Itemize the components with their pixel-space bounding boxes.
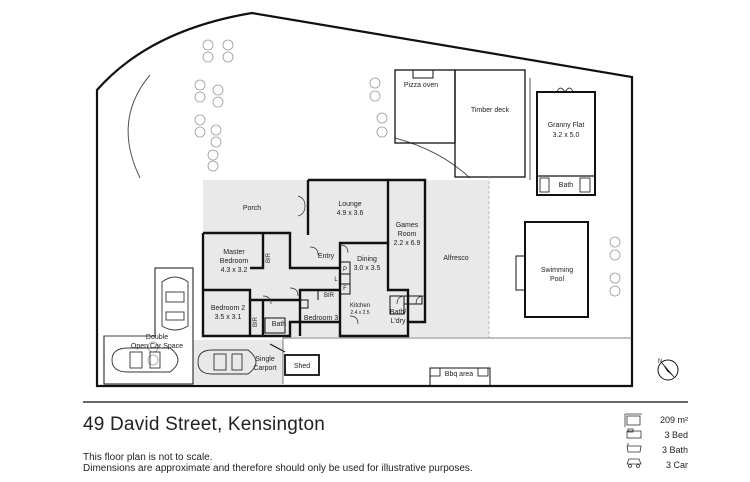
pizza-oven <box>412 69 434 79</box>
compass <box>657 359 679 381</box>
driveway-curve <box>127 74 151 179</box>
dining-size: 3.0 x 3.5 <box>354 265 381 272</box>
master-bedroom-label-2: Bedroom <box>220 258 249 265</box>
double-car-label-2: Open Car Space <box>131 343 183 350</box>
dimensions-note: Dimensions are approximate and therefore… <box>83 463 473 474</box>
granny-bath-label: Bath <box>559 182 574 189</box>
linen-label: L <box>334 277 338 283</box>
single-carport-label: Single <box>255 356 275 363</box>
games-room-label-2: Room <box>398 231 417 238</box>
games-room-size: 2.2 x 6.9 <box>394 240 421 247</box>
bath-laundry-label: Bath/ <box>390 309 406 316</box>
lot-boundary <box>95 11 634 388</box>
single-carport-label-2: Carport <box>253 365 276 372</box>
pool-label: Swimming <box>541 267 573 274</box>
bbq-area <box>429 367 491 386</box>
carport-shade <box>193 340 283 384</box>
stat-icons <box>624 413 642 468</box>
bed-stat: 3 Bed <box>664 430 688 440</box>
lounge-label: Lounge <box>338 201 361 208</box>
games-room-label: Games <box>396 222 419 229</box>
alfresco-label: Alfresco <box>443 255 468 262</box>
master-bedroom-size: 4.3 x 3.2 <box>221 267 248 274</box>
car-icons <box>111 276 257 375</box>
double-car-label: Double <box>146 334 168 341</box>
pizza-oven-area <box>394 69 456 144</box>
lounge-size: 4.9 x 3.6 <box>337 210 364 217</box>
trees-left <box>147 39 621 366</box>
pizza-oven-label: Pizza oven <box>404 82 438 89</box>
compass-label: N <box>658 359 662 365</box>
granny-flat <box>536 91 596 196</box>
bir3-label: BIR <box>253 316 259 327</box>
master-bedroom-label: Master <box>223 249 245 256</box>
area-stat: 209 m² <box>659 415 688 425</box>
shed <box>284 354 320 376</box>
double-car-space <box>103 267 194 385</box>
bed-icon <box>626 428 642 439</box>
bir2-label: BIR <box>324 293 335 299</box>
pool-label-2: Pool <box>550 276 564 283</box>
bir-label: BIR <box>266 252 272 263</box>
car-icon <box>626 458 642 468</box>
property-address: 49 David Street, Kensington <box>83 414 325 435</box>
bedroom-2-size: 3.5 x 3.1 <box>215 314 242 321</box>
bedroom-3-label: Bedroom 3 <box>304 315 338 322</box>
fridge-label: F <box>343 286 347 292</box>
porch-label: Porch <box>243 205 261 212</box>
granny-flat-label: Granny Flat <box>548 122 585 129</box>
bedroom-2-label: Bedroom 2 <box>211 305 245 312</box>
shed-label: Shed <box>294 363 310 370</box>
bbq-area-label: Bbq area <box>445 371 474 378</box>
entry-label: Entry <box>318 253 335 260</box>
bath-stat: 3 Bath <box>661 445 688 455</box>
kitchen-label: Kitchen <box>350 303 370 309</box>
area-icon <box>624 413 642 427</box>
path-curve <box>394 137 471 179</box>
pantry-label: P <box>343 267 347 273</box>
kitchen-size: 2.4 x 2.5 <box>350 310 369 316</box>
car-stat: 3 Car <box>665 460 688 470</box>
bath-laundry-label-2: L'dry <box>391 318 406 325</box>
granny-flat-size: 3.2 x 5.0 <box>553 132 580 139</box>
timber-deck-label: Timber deck <box>471 107 510 114</box>
bath-label: Bath <box>272 321 287 328</box>
timber-deck <box>454 69 526 178</box>
bath-icon <box>626 443 642 453</box>
dining-label: Dining <box>357 256 377 263</box>
scale-note: This floor plan is not to scale. <box>83 452 213 463</box>
